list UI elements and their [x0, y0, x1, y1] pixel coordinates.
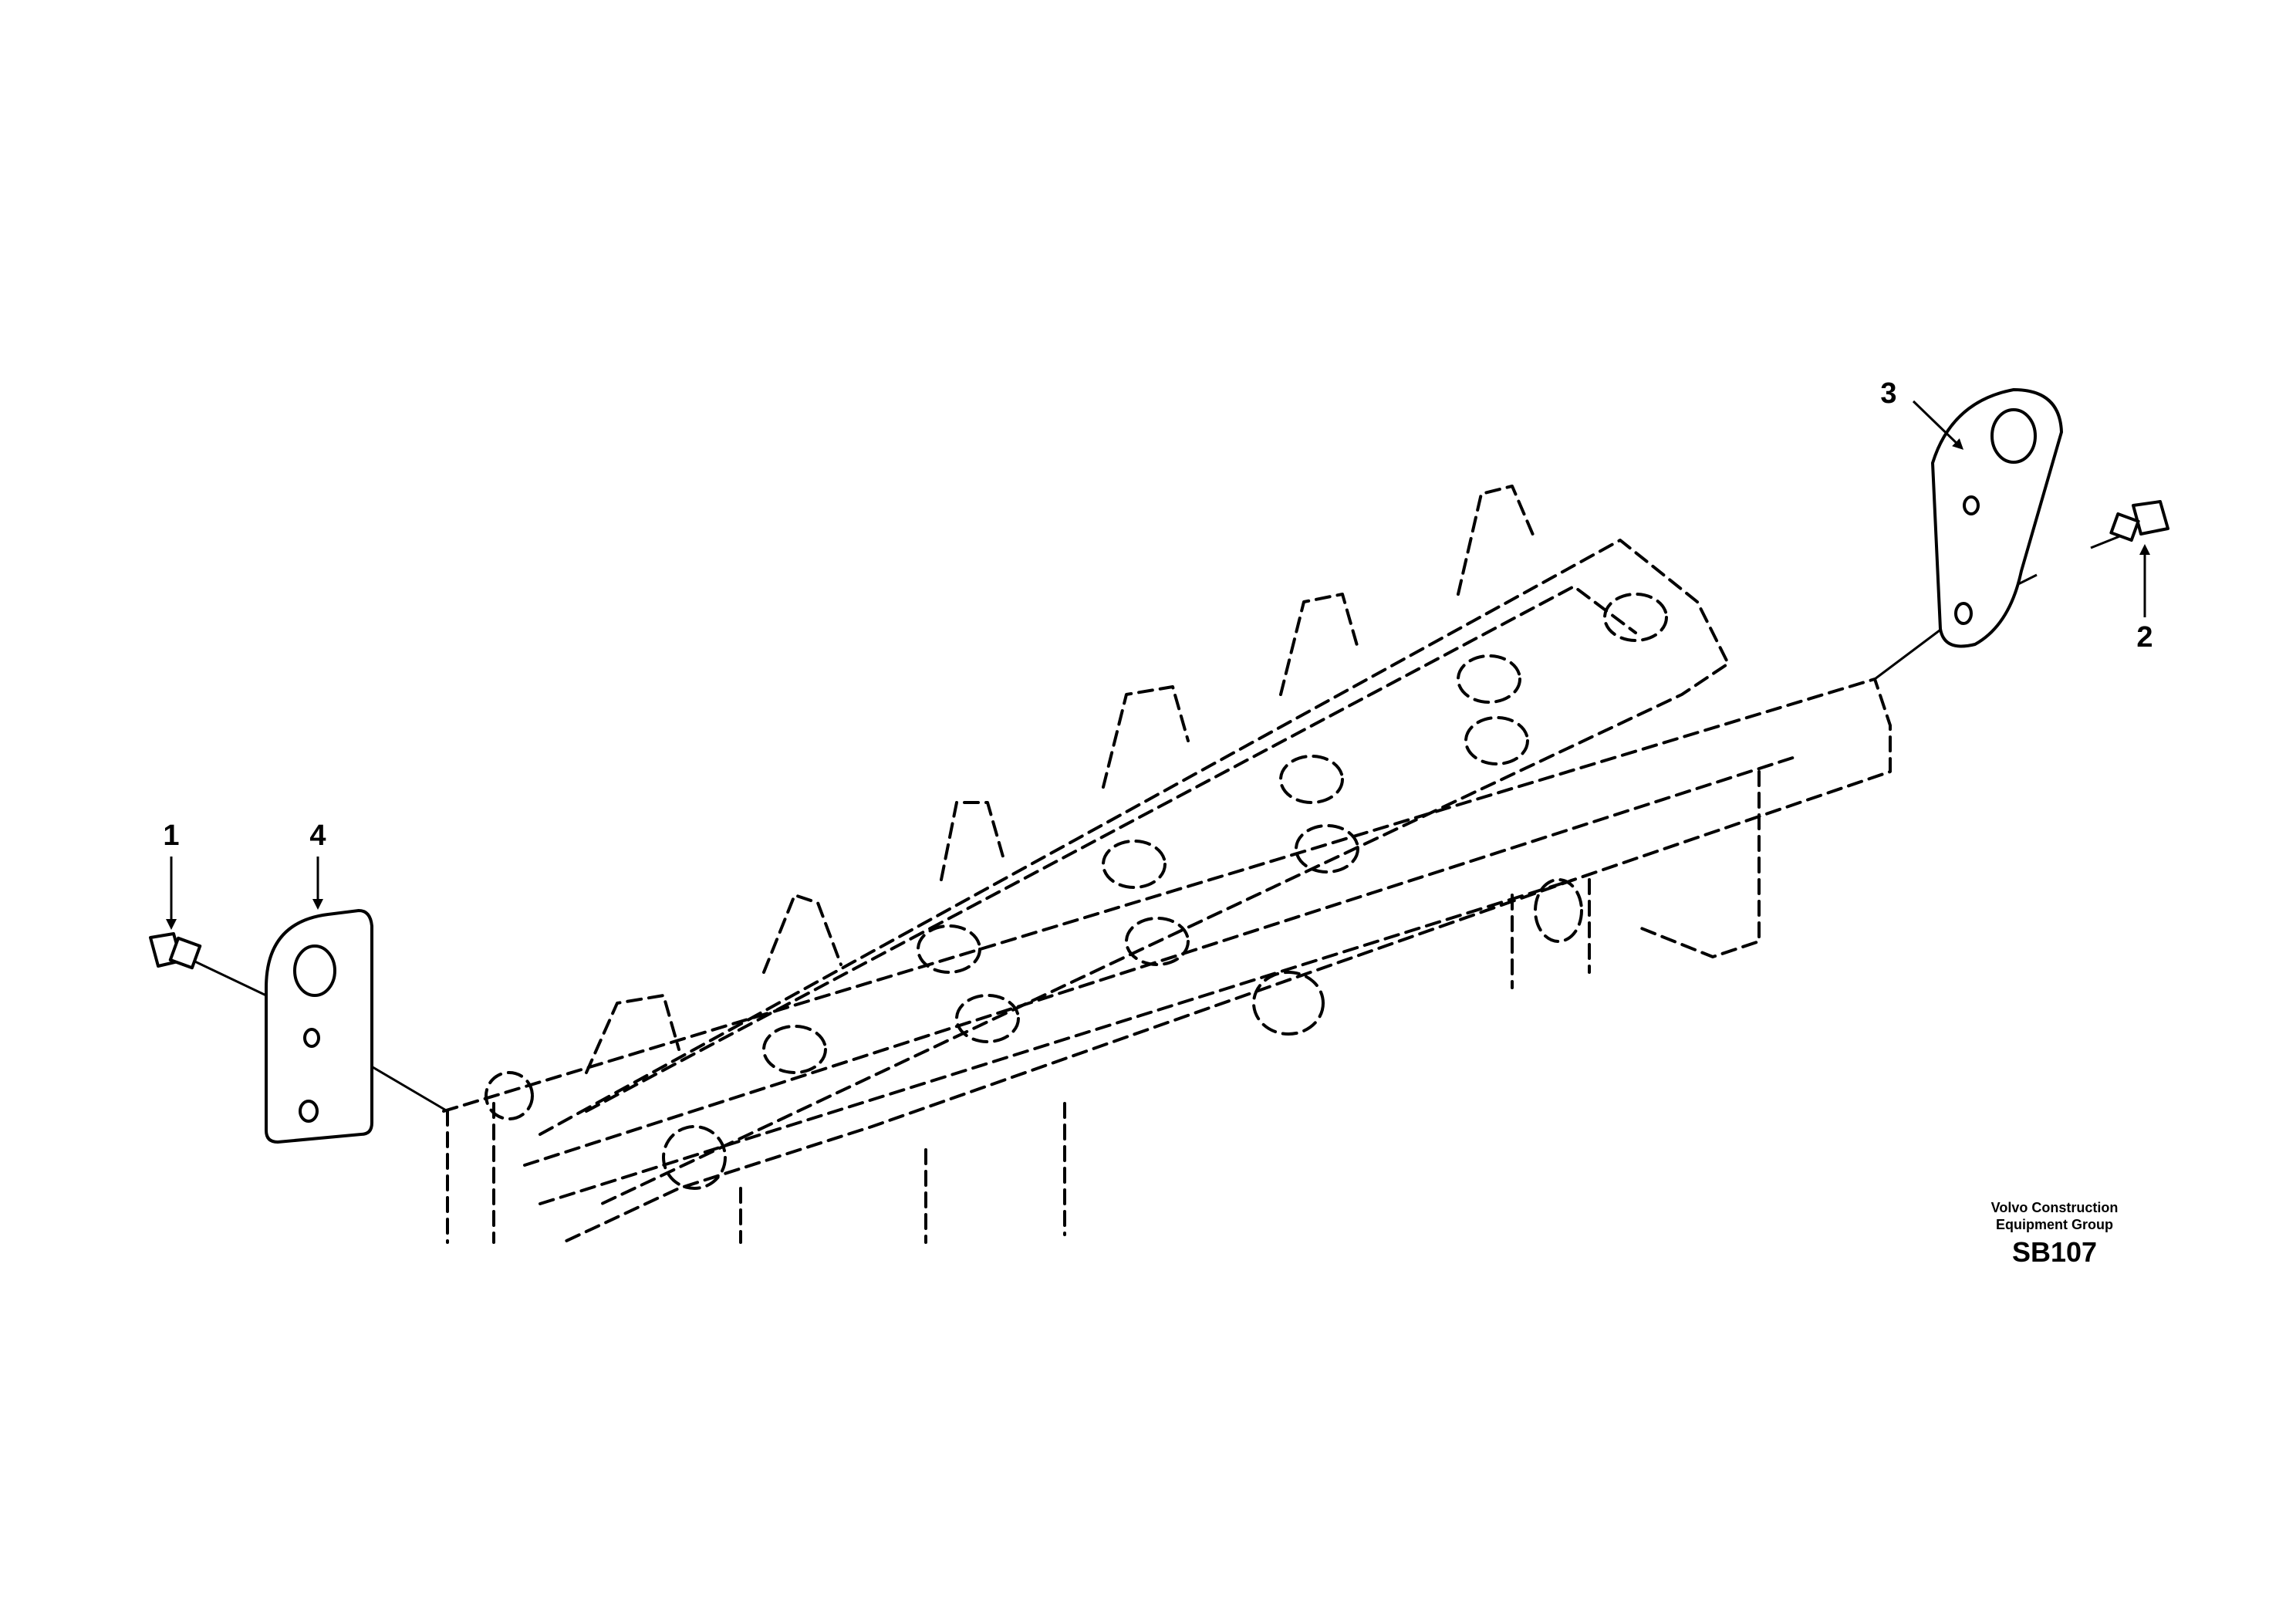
credit-line-1: Volvo Construction: [1991, 1200, 2119, 1215]
assembly-lines: [184, 531, 2130, 1113]
callout-1: 1: [163, 819, 179, 852]
callout-3: 3: [1880, 377, 1896, 410]
lifting-eye-plate-left: [265, 909, 373, 1144]
lifting-eye-plate-right: [1931, 388, 2063, 648]
diagram-code: SB107: [2012, 1236, 2097, 1268]
publisher-credit: Volvo Construction Equipment Group SB107: [1991, 1200, 2119, 1268]
credit-line-2: Equipment Group: [1996, 1217, 2113, 1232]
callout-4: 4: [309, 819, 326, 852]
callout-arrows: [166, 400, 2150, 930]
callout-2: 2: [2136, 621, 2152, 654]
cylinder-head-outline: [442, 485, 1892, 1244]
flange-bolt-left: [149, 932, 202, 970]
flange-bolt-right: [2109, 500, 2169, 542]
